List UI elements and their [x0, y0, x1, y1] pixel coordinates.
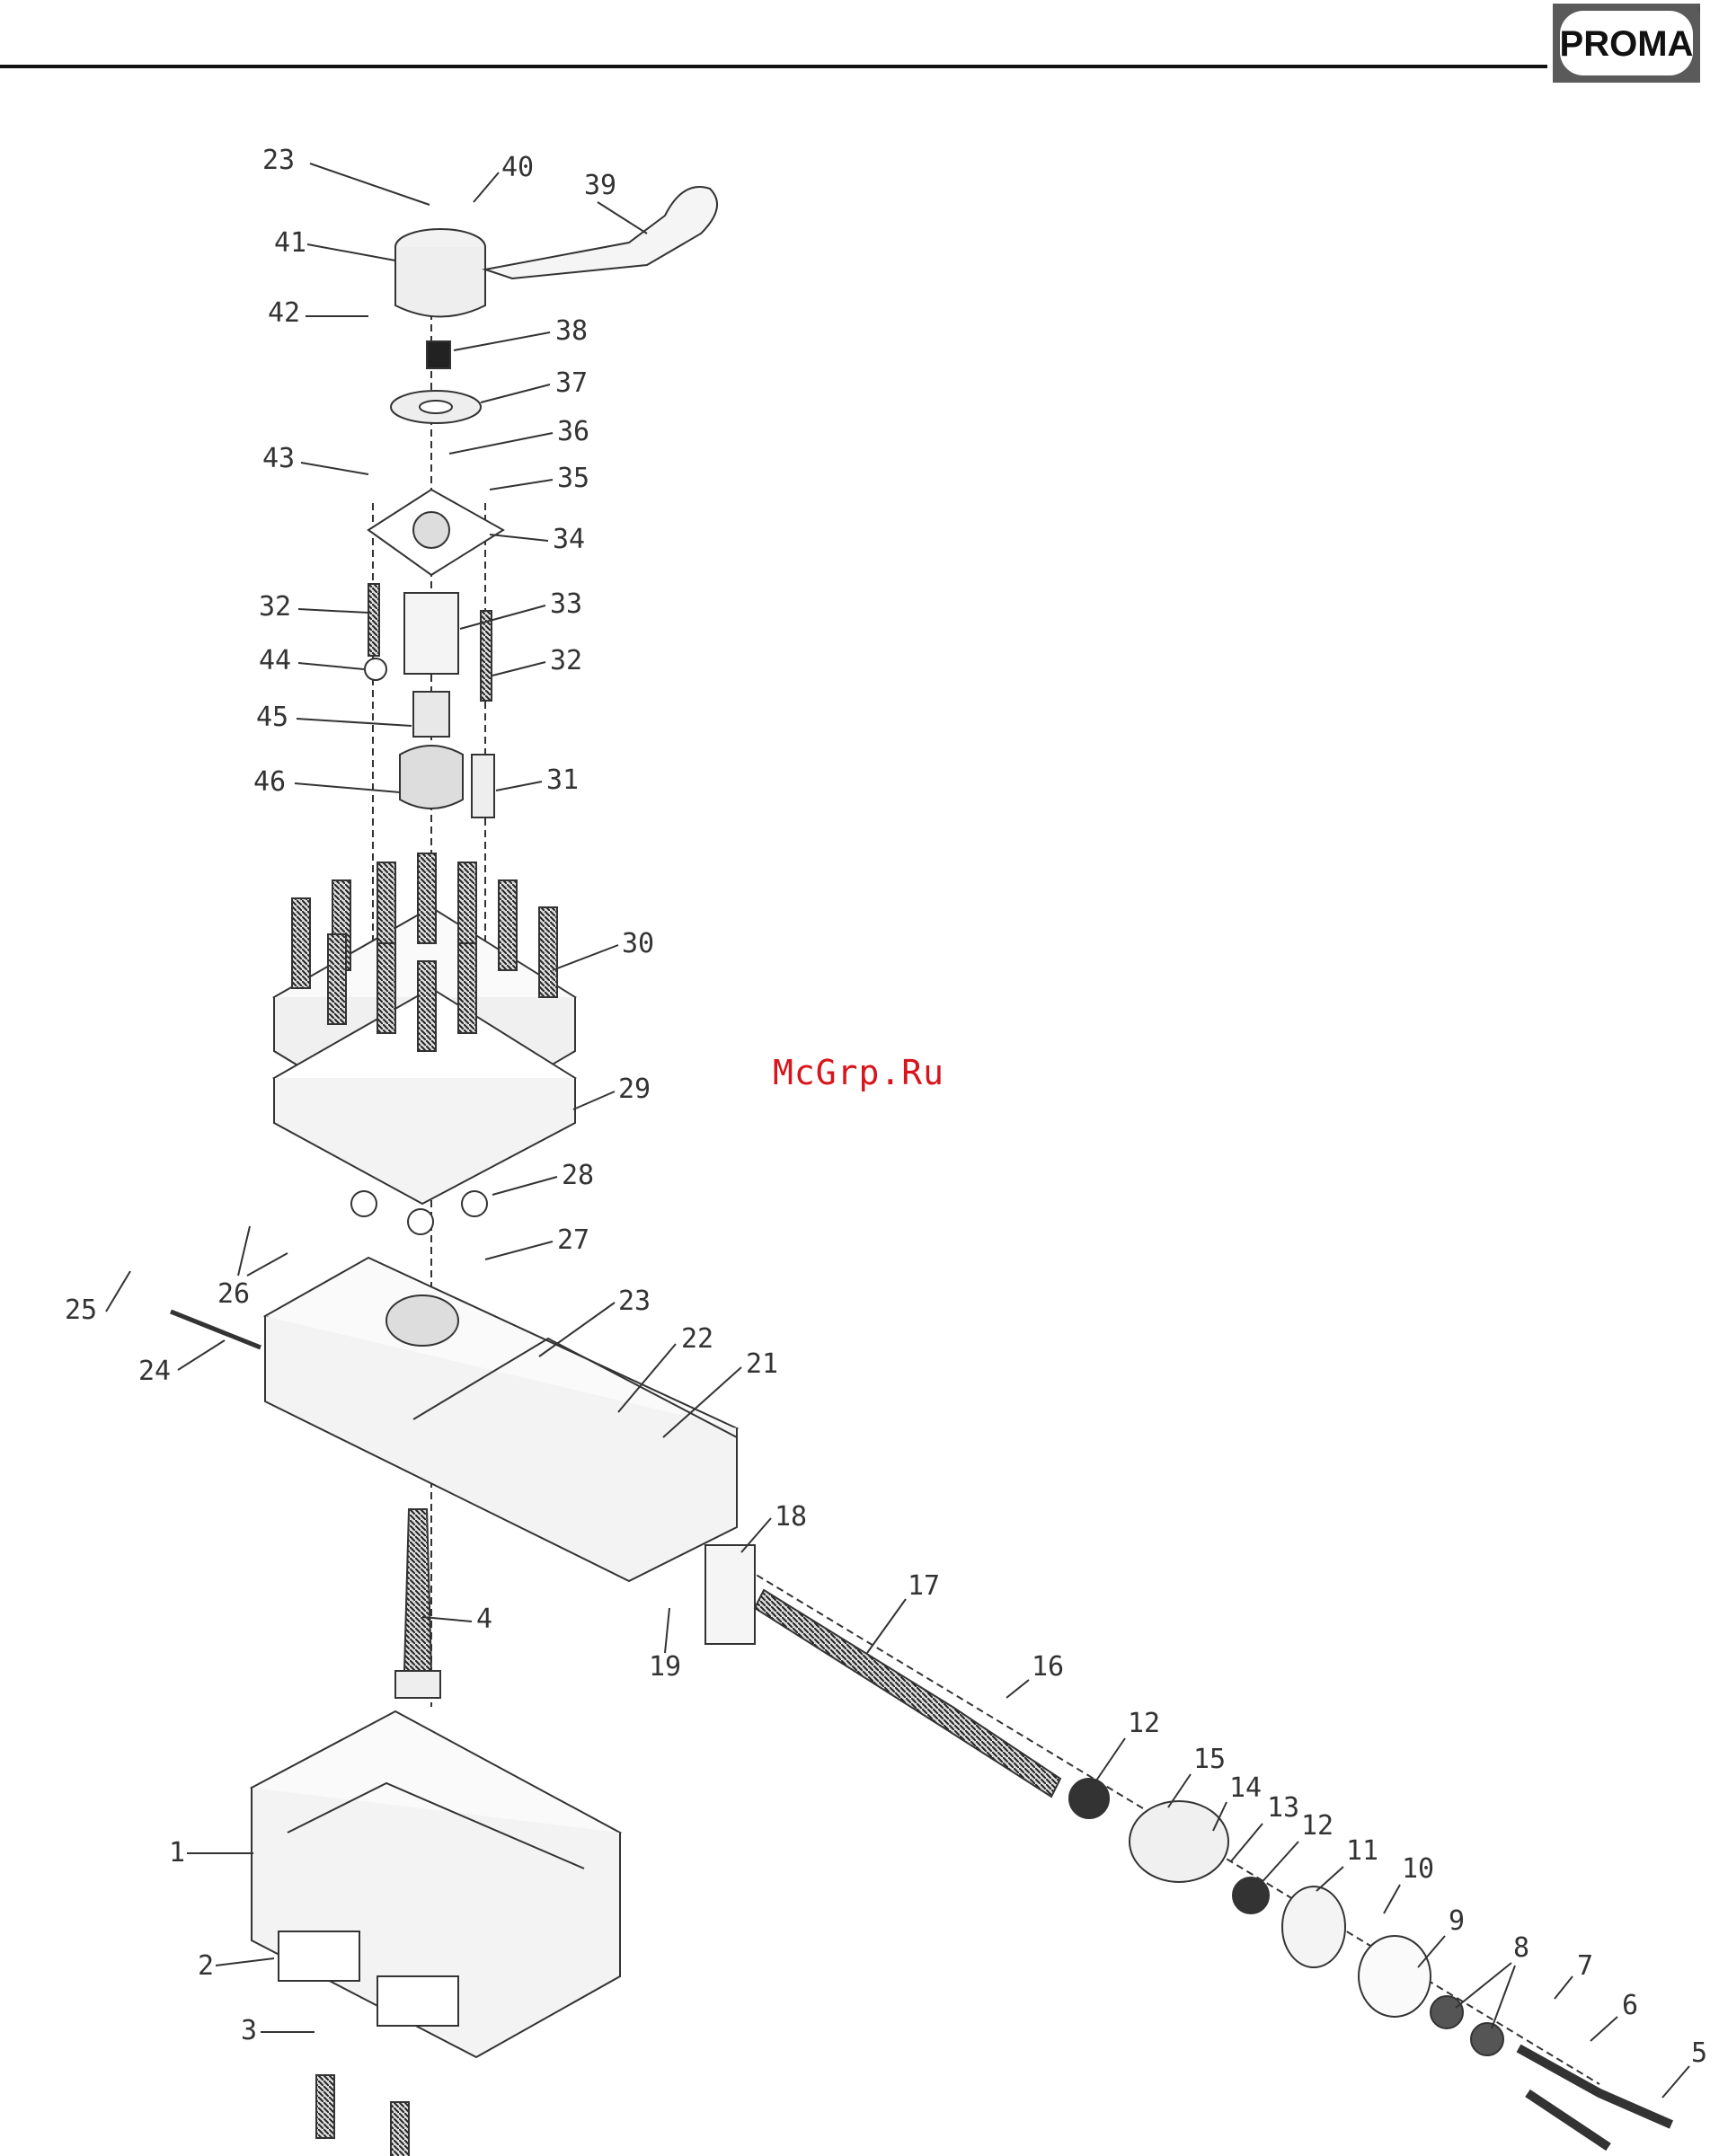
part-label-7: 7 — [1577, 1950, 1593, 1982]
part-label-15: 15 — [1193, 1744, 1226, 1775]
part-label-3: 3 — [241, 2015, 257, 2046]
tool-post-block — [274, 853, 575, 1204]
part-label-40: 40 — [501, 152, 534, 183]
part-label-5: 5 — [1691, 2037, 1707, 2069]
part-label-36: 36 — [557, 416, 589, 447]
part-label-34: 34 — [553, 524, 585, 555]
part-label-27: 27 — [557, 1224, 589, 1256]
feed-screw — [395, 1509, 1060, 1797]
part-label-23: 23 — [262, 145, 295, 176]
part-label-43: 43 — [262, 443, 295, 474]
part-label-26: 26 — [217, 1278, 250, 1310]
part-label-21: 21 — [746, 1348, 778, 1380]
part-label-28: 28 — [562, 1160, 594, 1191]
part-label-42: 42 — [268, 297, 300, 329]
part-label-16: 16 — [1032, 1651, 1064, 1683]
part-label-45: 45 — [256, 702, 288, 733]
part-label-6: 6 — [1622, 1990, 1638, 2021]
part-label-41: 41 — [274, 227, 306, 259]
part-label-29: 29 — [618, 1074, 651, 1105]
part-label-23-b: 23 — [618, 1286, 651, 1317]
part-label-8: 8 — [1513, 1932, 1529, 1964]
part-label-18: 18 — [775, 1501, 807, 1533]
part-label-32-left: 32 — [259, 591, 291, 623]
part-label-11: 11 — [1346, 1835, 1378, 1867]
part-label-14: 14 — [1229, 1772, 1262, 1804]
part-label-39: 39 — [584, 170, 616, 201]
part-label-13: 13 — [1267, 1792, 1299, 1824]
part-label-22: 22 — [681, 1323, 713, 1355]
part-label-12-b: 12 — [1301, 1810, 1334, 1842]
part-label-30: 30 — [622, 928, 654, 959]
cross-slide — [171, 1191, 737, 1581]
part-label-9: 9 — [1449, 1905, 1465, 1937]
part-label-2: 2 — [198, 1950, 214, 1982]
part-label-38: 38 — [555, 315, 588, 347]
handle-assembly — [391, 187, 717, 423]
part-label-33: 33 — [550, 588, 582, 620]
part-label-35: 35 — [557, 463, 589, 494]
part-label-44: 44 — [259, 645, 291, 676]
part-label-12-a: 12 — [1128, 1708, 1160, 1739]
part-label-31: 31 — [546, 764, 579, 796]
base-slide — [252, 1711, 620, 2156]
watermark: McGrp.Ru — [773, 1053, 944, 1092]
part-label-25: 25 — [65, 1294, 97, 1326]
part-label-19: 19 — [649, 1651, 681, 1683]
part-label-37: 37 — [555, 367, 588, 399]
part-label-32-right: 32 — [550, 645, 582, 676]
part-label-4: 4 — [476, 1604, 492, 1635]
top-plate — [365, 490, 503, 817]
part-label-1: 1 — [169, 1837, 185, 1869]
part-label-10: 10 — [1402, 1853, 1434, 1885]
part-label-46: 46 — [253, 766, 286, 798]
part-label-24: 24 — [138, 1356, 171, 1387]
part-label-17: 17 — [908, 1570, 940, 1602]
